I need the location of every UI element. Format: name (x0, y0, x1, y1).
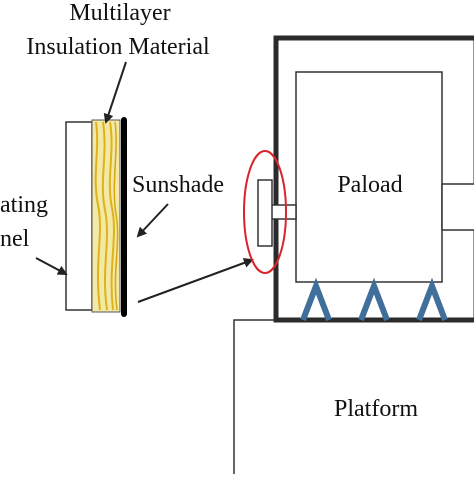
mli-blanket (91, 119, 121, 313)
label-panel-line2: nel (0, 226, 30, 252)
arrow-mli-label (103, 61, 127, 124)
label-mli-line1: Multilayer (69, 0, 170, 26)
arrow-to-detail (137, 258, 254, 303)
label-sunshade: Sunshade (132, 172, 224, 198)
mount-plate (257, 179, 273, 247)
payload-box (295, 71, 443, 283)
label-payload: Paload (337, 172, 402, 198)
support-foot (300, 277, 332, 322)
platform-block (233, 319, 474, 479)
label-platform: Platform (334, 396, 418, 422)
support-feet (300, 277, 448, 322)
arrow-panel-label (35, 257, 68, 275)
side-connector (441, 183, 474, 231)
panel-slab (65, 121, 93, 311)
support-foot (416, 277, 448, 322)
arrow-sunshade-label (136, 203, 169, 238)
mount-stem (269, 204, 297, 220)
label-mli-line2: Insulation Material (26, 34, 210, 60)
enclosure-frame (273, 35, 474, 323)
label-panel-line1: ating (0, 192, 48, 218)
support-foot (358, 277, 390, 322)
highlight-ellipse (243, 150, 287, 274)
